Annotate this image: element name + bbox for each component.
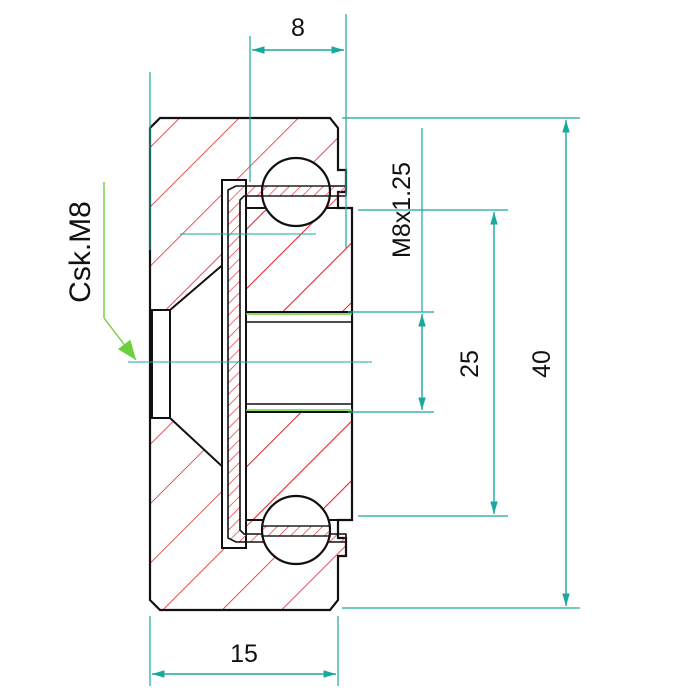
countersink-arrow xyxy=(103,317,137,361)
dimension-thread-label: M8x1.25 xyxy=(388,162,416,258)
ball-bottom-band xyxy=(261,525,331,537)
dimension-8: 8 xyxy=(249,14,347,248)
countersink-callout: Csk.M8 xyxy=(64,182,137,361)
dimension-thread: M8x1.25 xyxy=(348,128,434,413)
shaft-section xyxy=(245,207,353,521)
dimension-15-label: 15 xyxy=(230,640,258,668)
dimension-25: 25 xyxy=(358,209,508,517)
dimension-40: 40 xyxy=(342,117,580,609)
countersink-face xyxy=(151,309,171,419)
center-lines xyxy=(128,233,372,363)
dimension-40-label: 40 xyxy=(528,350,556,378)
dimension-8-label: 8 xyxy=(291,14,305,42)
dimension-25-label: 25 xyxy=(456,350,484,378)
dimension-15: 15 xyxy=(149,616,339,686)
ball-top-band xyxy=(261,185,331,197)
countersink-label: Csk.M8 xyxy=(64,201,97,303)
ball-bearings xyxy=(260,156,332,566)
